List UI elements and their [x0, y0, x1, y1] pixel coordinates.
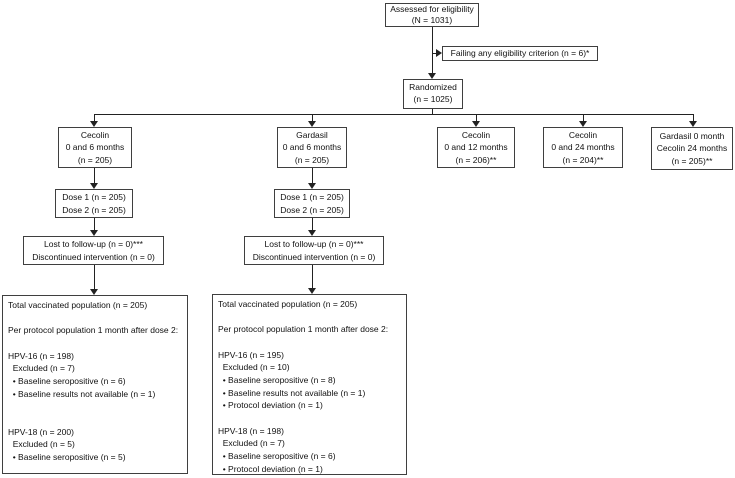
failing-eligibility-box: Failing any eligibility criterion (n = 6…	[442, 46, 598, 61]
arm-box-cecolin-0-24: Cecolin 0 and 24 months (n = 204)**	[543, 127, 623, 168]
followup-box-cecolin: Lost to follow-up (n = 0)*** Discontinue…	[23, 236, 164, 265]
dose-box-cecolin: Dose 1 (n = 205) Dose 2 (n = 205)	[55, 189, 133, 218]
assessed-eligibility-box: Assessed for eligibility (N = 1031)	[385, 3, 479, 27]
connector-followup2-outcome	[312, 265, 313, 289]
arrowhead-arm5	[689, 121, 697, 127]
arm-box-cecolin-0-12: Cecolin 0 and 12 months (n = 206)**	[437, 127, 515, 168]
arrowhead-dose1	[90, 183, 98, 189]
connector-dose2-followup	[312, 218, 313, 231]
outcome-box-cecolin: Total vaccinated population (n = 205) Pe…	[2, 295, 188, 474]
connector-randomized-branch	[432, 109, 433, 114]
arm-box-cecolin-0-6: Cecolin 0 and 6 months (n = 205)	[58, 127, 132, 168]
outcome-box-gardasil: Total vaccinated population (n = 205) Pe…	[212, 294, 407, 475]
arrowhead-arm4	[579, 121, 587, 127]
branch-drop-arm3	[476, 114, 477, 122]
branch-drop-arm2	[312, 114, 313, 122]
arrowhead-arm2	[308, 121, 316, 127]
connector-arm2-dose	[312, 168, 313, 184]
arrowhead-outcome2	[308, 288, 316, 294]
connector-assessed-randomized	[432, 27, 433, 74]
arm-box-gardasil-cecolin: Gardasil 0 month Cecolin 24 months (n = …	[651, 127, 733, 170]
connector-to-failing	[432, 53, 437, 54]
followup-box-gardasil: Lost to follow-up (n = 0)*** Discontinue…	[244, 236, 384, 265]
arrowhead-followup1	[90, 230, 98, 236]
arrowhead-into-randomized	[428, 73, 436, 79]
connector-arm1-dose	[94, 168, 95, 184]
connector-dose1-followup	[94, 218, 95, 231]
arrowhead-dose2	[308, 183, 316, 189]
branch-line	[94, 114, 693, 115]
arm-box-gardasil-0-6: Gardasil 0 and 6 months (n = 205)	[277, 127, 347, 168]
arrowhead-followup2	[308, 230, 316, 236]
branch-drop-arm4	[583, 114, 584, 122]
randomized-box: Randomized (n = 1025)	[403, 79, 463, 109]
arrowhead-outcome1	[90, 289, 98, 295]
branch-drop-arm1	[94, 114, 95, 122]
arrowhead-arm3	[472, 121, 480, 127]
branch-drop-arm5	[693, 114, 694, 122]
connector-followup1-outcome	[94, 265, 95, 290]
dose-box-gardasil: Dose 1 (n = 205) Dose 2 (n = 205)	[274, 189, 350, 218]
arrowhead-into-failing	[436, 49, 442, 57]
arrowhead-arm1	[90, 121, 98, 127]
